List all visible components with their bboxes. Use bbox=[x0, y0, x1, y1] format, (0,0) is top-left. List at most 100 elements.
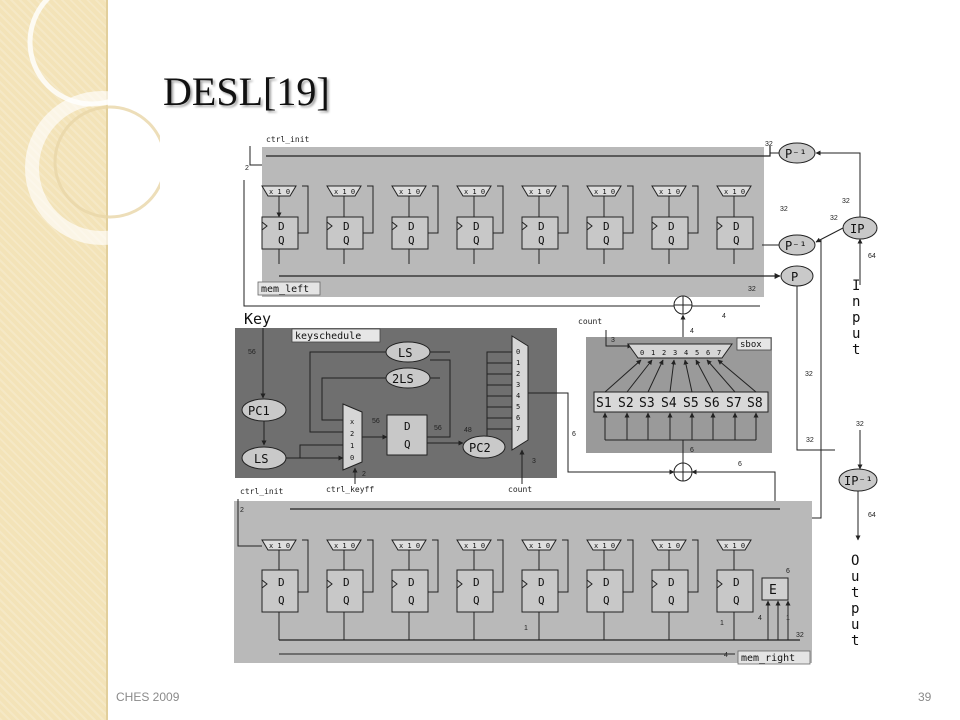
width-56-ff: 56 bbox=[372, 418, 380, 425]
svg-text:D: D bbox=[668, 220, 675, 233]
svg-text:2: 2 bbox=[516, 370, 520, 378]
svg-text:0: 0 bbox=[516, 348, 520, 356]
2ls-label: 2LS bbox=[392, 372, 414, 386]
svg-text:D: D bbox=[538, 220, 545, 233]
count-top-wire bbox=[605, 330, 633, 349]
mux-key-1: 1 bbox=[350, 442, 354, 450]
svg-text:3: 3 bbox=[516, 381, 520, 389]
ls-top-feed bbox=[309, 351, 450, 433]
svg-text:D: D bbox=[473, 220, 480, 233]
svg-text:x 1 0: x 1 0 bbox=[464, 542, 485, 550]
svg-text:7: 7 bbox=[516, 425, 520, 433]
svg-text:x 1 0: x 1 0 bbox=[529, 542, 550, 550]
svg-text:D: D bbox=[668, 576, 675, 589]
width-64-b: 64 bbox=[868, 512, 876, 519]
width-1-b: 1 bbox=[720, 620, 724, 627]
svg-text:x 1 0: x 1 0 bbox=[724, 188, 745, 196]
svg-text:x 1 0: x 1 0 bbox=[659, 188, 680, 196]
slide-title: DESL[19] bbox=[163, 69, 330, 114]
mux-key-x: x bbox=[350, 418, 354, 426]
width-32-e: 32 bbox=[748, 286, 756, 293]
width-48-pc2: 48 bbox=[464, 427, 472, 434]
svg-text:Q: Q bbox=[538, 594, 545, 607]
svg-text:Q: Q bbox=[603, 234, 610, 247]
svg-text:3: 3 bbox=[673, 349, 677, 357]
width-6-sbox: 6 bbox=[690, 447, 694, 454]
mem-right-label: mem_right bbox=[741, 653, 795, 664]
width-32-f: 32 bbox=[805, 371, 813, 378]
ls-bottom-label: LS bbox=[254, 452, 268, 466]
width-32-c: 32 bbox=[842, 198, 850, 205]
sbox-label-box bbox=[736, 337, 772, 351]
top-input-bus bbox=[243, 180, 760, 307]
svg-text:D: D bbox=[603, 220, 610, 233]
pc2-label: PC2 bbox=[469, 441, 491, 455]
width-6-ebox: 6 bbox=[786, 568, 790, 575]
svg-text:x 1 0: x 1 0 bbox=[334, 188, 355, 196]
p-inverse-top-label: P⁻¹ bbox=[785, 147, 807, 161]
width-4-c: 4 bbox=[724, 652, 728, 659]
svg-text:D: D bbox=[473, 576, 480, 589]
mux-key-2: 2 bbox=[350, 430, 354, 438]
width-56-key: 56 bbox=[248, 349, 256, 356]
svg-text:x 1 0: x 1 0 bbox=[659, 542, 680, 550]
e-box bbox=[761, 577, 789, 601]
svg-text:Q: Q bbox=[473, 594, 480, 607]
top-register-chain: x 1 0 D Q x 1 0 D Q x 1 0 D Q bbox=[261, 185, 754, 264]
width-1-a: 1 bbox=[524, 625, 528, 632]
mem-right-label-box bbox=[737, 650, 811, 665]
mux-key-0: 0 bbox=[350, 454, 354, 462]
decorative-circles bbox=[25, 0, 160, 245]
svg-text:x 1 0: x 1 0 bbox=[269, 542, 290, 550]
svg-text:Q: Q bbox=[278, 594, 285, 607]
key-label: Key bbox=[244, 310, 271, 328]
svg-text:1: 1 bbox=[651, 349, 655, 357]
width-32-a: 32 bbox=[765, 141, 773, 148]
ctrl-init-bottom-wire bbox=[237, 499, 262, 547]
svg-text:D: D bbox=[408, 576, 415, 589]
ip-node-label: IP bbox=[850, 222, 864, 236]
svg-text:S2: S2 bbox=[618, 396, 634, 411]
width-2-bottom: 2 bbox=[240, 507, 244, 514]
width-1-ebox: 1 bbox=[786, 615, 790, 622]
svg-text:5: 5 bbox=[516, 403, 520, 411]
ls-loop bbox=[299, 444, 343, 458]
keyschedule-label-box bbox=[291, 328, 381, 343]
width-4-xor: 4 bbox=[690, 328, 694, 335]
svg-text:x 1 0: x 1 0 bbox=[594, 542, 615, 550]
svg-text:x 1 0: x 1 0 bbox=[594, 188, 615, 196]
svg-text:x 1 0: x 1 0 bbox=[724, 542, 745, 550]
width-32-h: 32 bbox=[856, 421, 864, 428]
e-label: E bbox=[769, 583, 777, 598]
svg-text:Q: Q bbox=[408, 594, 415, 607]
width-3-sbox: 3 bbox=[611, 337, 615, 344]
ctrl-keyff-label: ctrl_keyff bbox=[326, 485, 374, 494]
svg-text:Q: Q bbox=[733, 234, 740, 247]
bottom-register-chain: x 1 0 D Q x 1 0 D Q x 1 0 D Q bbox=[261, 539, 754, 640]
svg-text:D: D bbox=[538, 576, 545, 589]
width-6-e: 6 bbox=[738, 461, 742, 468]
mux-pc2-out bbox=[528, 392, 675, 475]
ctrl-init-top-wire bbox=[249, 146, 262, 166]
svg-text:D: D bbox=[603, 576, 610, 589]
svg-text:1: 1 bbox=[516, 359, 520, 367]
svg-text:Q: Q bbox=[343, 594, 350, 607]
keyschedule-label: keyschedule bbox=[295, 331, 361, 342]
svg-text:D: D bbox=[343, 576, 350, 589]
width-4-xor2: 4 bbox=[722, 313, 726, 320]
svg-text:Q: Q bbox=[668, 594, 675, 607]
width-2-top: 2 bbox=[245, 165, 249, 172]
svg-text:x 1 0: x 1 0 bbox=[399, 188, 420, 196]
svg-text:Q: Q bbox=[408, 234, 415, 247]
top-feedback-bus bbox=[266, 146, 771, 157]
svg-text:Q: Q bbox=[733, 594, 740, 607]
svg-text:Q: Q bbox=[404, 438, 411, 451]
ctrl-init-bottom-label: ctrl_init bbox=[240, 487, 284, 496]
pc2-node bbox=[462, 435, 506, 459]
width-32-d: 32 bbox=[830, 215, 838, 222]
p-node-label: P bbox=[791, 270, 798, 284]
svg-text:x 1 0: x 1 0 bbox=[399, 542, 420, 550]
